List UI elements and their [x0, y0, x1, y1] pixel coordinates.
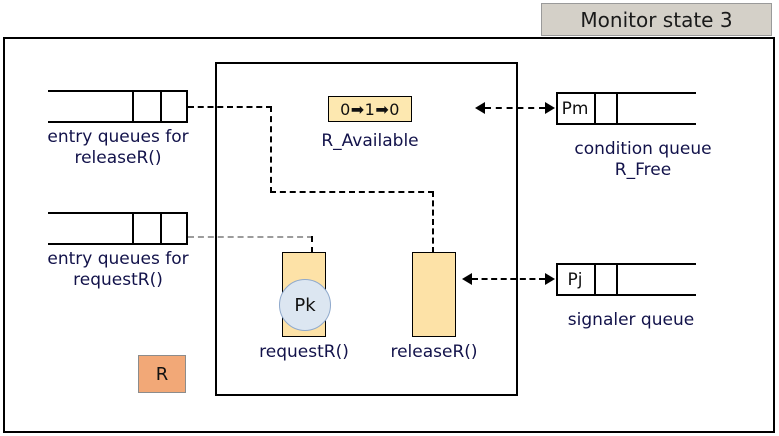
queue-top-line: [48, 212, 188, 214]
queue-right-edge: [186, 212, 188, 245]
arrow-head-left-icon: [462, 273, 472, 285]
queue-divider: [132, 90, 134, 123]
queue-divider: [160, 90, 162, 123]
process-circle-Pk: Pk: [279, 279, 331, 331]
queue-cell: [132, 90, 160, 123]
queue-bottom-line: [48, 243, 188, 245]
entry-queue-releaseR-caption: entry queues for releaseR(): [47, 127, 189, 168]
queue-cell: [160, 212, 186, 245]
queue-right-edge: [186, 90, 188, 123]
procedure-requestR-label: requestR(): [259, 342, 349, 362]
r-available-value: 0➡1➡0: [328, 96, 412, 122]
signaler-queue: Pj: [556, 263, 696, 296]
queue-cell: [616, 263, 696, 296]
arrow-line: [485, 107, 545, 109]
arrow-head-right-icon: [545, 273, 555, 285]
entry-queue-releaseR: [48, 90, 188, 123]
queue-cell: [48, 90, 132, 123]
queue-divider: [616, 92, 618, 125]
connector-requestR-segment-1: [188, 236, 313, 238]
queue-divider: [616, 263, 618, 296]
queue-cell: [160, 90, 186, 123]
queue-cell: [594, 92, 616, 125]
queue-top-line: [556, 92, 696, 94]
entry-queue-requestR-caption: entry queues for requestR(): [47, 249, 189, 290]
connector-requestR-segment-2: [311, 236, 313, 253]
condition-queue-R-Free: Pm: [556, 92, 696, 125]
r-available-label: R_Available: [321, 131, 419, 151]
arrow-signaler-queue: [462, 272, 555, 286]
queue-top-line: [48, 90, 188, 92]
arrow-head-left-icon: [475, 102, 485, 114]
connector-releaseR-segment-1: [188, 106, 272, 108]
queue-divider: [132, 212, 134, 245]
connector-releaseR-segment-2: [270, 106, 272, 193]
queue-left-edge: [556, 92, 558, 125]
arrow-condition-queue: [475, 101, 555, 115]
queue-cell: Pj: [567, 269, 583, 290]
procedure-releaseR-box: [412, 252, 456, 337]
queue-cell: Pm: [561, 98, 589, 119]
connector-releaseR-segment-3: [270, 191, 434, 193]
arrow-line: [472, 278, 545, 280]
queue-cell: [48, 212, 132, 245]
queue-cell: [594, 263, 616, 296]
resource-box-R: R: [138, 355, 186, 393]
arrow-head-right-icon: [545, 102, 555, 114]
procedure-releaseR-label: releaseR(): [390, 342, 478, 362]
queue-left-edge: [556, 263, 558, 296]
queue-bottom-line: [48, 121, 188, 123]
queue-divider: [594, 263, 596, 296]
monitor-boundary: [215, 62, 518, 396]
queue-cell: [132, 212, 160, 245]
queue-cell: [616, 92, 696, 125]
entry-queue-requestR: [48, 212, 188, 245]
queue-top-line: [556, 263, 696, 265]
signaler-queue-caption: signaler queue: [567, 310, 695, 330]
queue-divider: [594, 92, 596, 125]
queue-bottom-line: [556, 294, 696, 296]
condition-queue-caption: condition queue R_Free: [574, 139, 712, 180]
queue-bottom-line: [556, 123, 696, 125]
queue-divider: [160, 212, 162, 245]
diagram-title: Monitor state 3: [541, 3, 772, 36]
connector-releaseR-segment-4: [432, 191, 434, 253]
